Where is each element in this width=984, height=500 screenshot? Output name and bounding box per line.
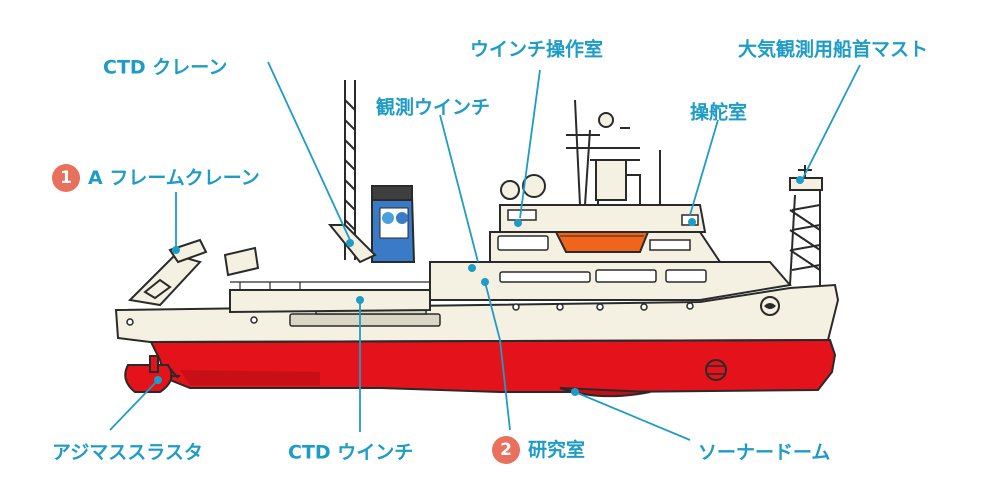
funnel (372, 186, 414, 262)
label-lab: 2 研究室 (492, 436, 585, 464)
lab-text: 研究室 (528, 439, 585, 461)
label-wheelhouse: 操舵室 (690, 100, 747, 125)
badge-2: 2 (492, 436, 520, 464)
obs-winch-text: 観測ウインチ (376, 97, 490, 119)
ctd-crane-text: CTD クレーン (103, 57, 227, 79)
winch-control-room-text: ウインチ操作室 (470, 39, 603, 61)
a-frame-crane-text: A フレームクレーン (88, 167, 260, 189)
label-obs-winch: 観測ウインチ (376, 95, 490, 120)
label-a-frame-crane: 1 A フレームクレーン (52, 164, 260, 192)
bow-emblem (761, 297, 779, 315)
label-winch-control-room: ウインチ操作室 (470, 37, 603, 62)
bow-mast-text: 大気観測用船首マスト (738, 39, 928, 61)
sonar-dome-text: ソーナードーム (698, 442, 830, 464)
bow-thruster (706, 360, 726, 380)
badge-1: 1 (52, 164, 80, 192)
ctd-winch-text: CTD ウインチ (288, 442, 413, 464)
label-sonar-dome: ソーナードーム (698, 440, 830, 465)
azimuth-thruster-text: アジマススラスタ (52, 442, 203, 464)
wheelhouse-text: 操舵室 (690, 102, 747, 124)
label-ctd-crane: CTD クレーン (103, 55, 227, 80)
label-azimuth-thruster: アジマススラスタ (52, 440, 203, 465)
label-ctd-winch: CTD ウインチ (288, 440, 413, 465)
label-bow-mast: 大気観測用船首マスト (738, 37, 928, 62)
